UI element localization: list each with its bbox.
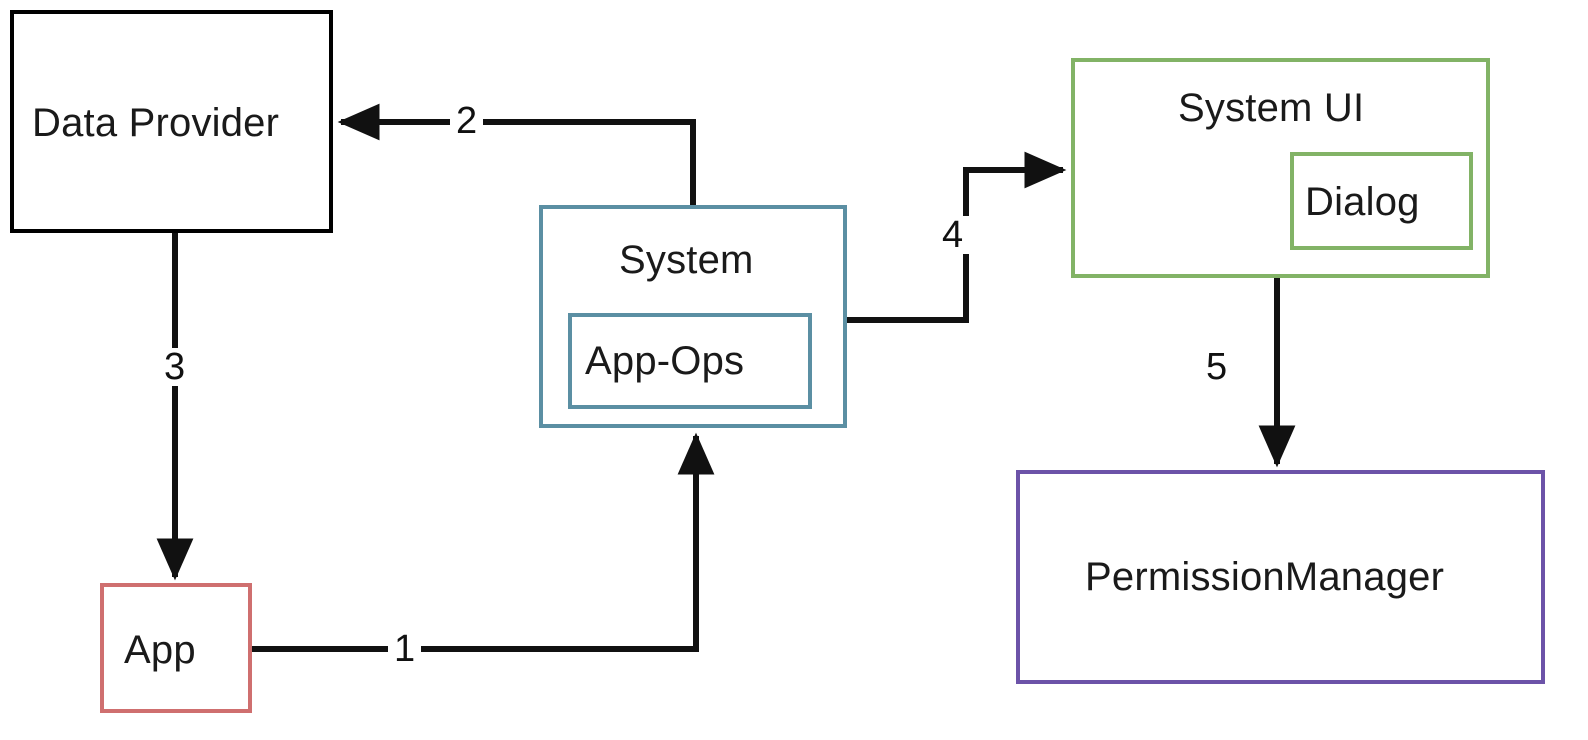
edge-label-1: 1 [388,630,422,668]
node-data-provider-label: Data Provider [32,101,280,145]
node-app-ops[interactable] [568,313,812,409]
edge-label-4: 4 [936,216,970,254]
node-dialog-label: Dialog [1305,180,1420,224]
node-permission-manager-label: PermissionManager [1085,555,1445,599]
edge-2-path [337,103,696,205]
edge-label-2: 2 [450,102,484,140]
edge-label-5: 5 [1200,348,1234,386]
node-app[interactable] [100,583,252,713]
node-data-provider[interactable] [10,10,333,233]
node-system-label: System [619,238,754,282]
node-system-ui-label: System UI [1178,86,1365,130]
node-app-label: App [124,628,196,672]
edge-1-path [252,432,715,652]
node-dialog[interactable] [1290,152,1473,250]
edge-label-3: 3 [158,348,192,386]
node-app-ops-label: App-Ops [585,339,745,383]
node-permission-manager[interactable] [1016,470,1545,684]
